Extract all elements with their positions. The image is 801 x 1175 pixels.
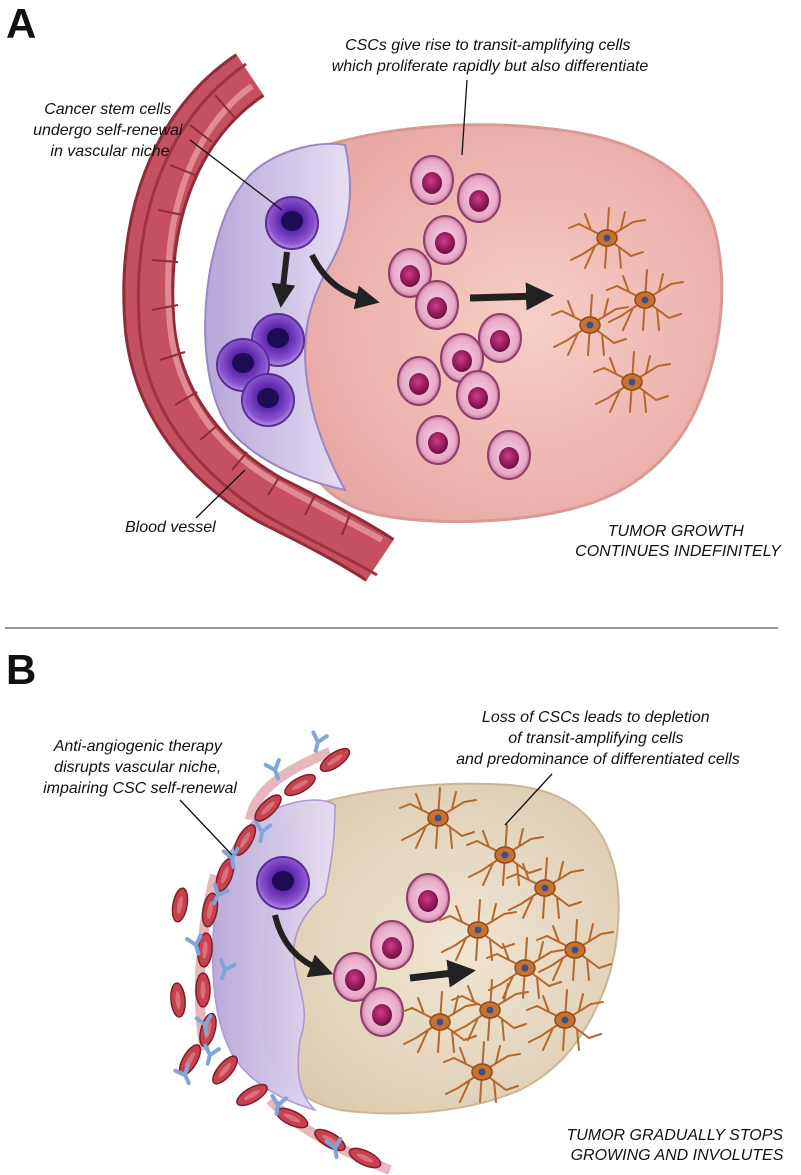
label-outcome-a: TUMOR GROWTH CONTINUES INDEFINITELY [575, 523, 782, 560]
red-blood-cell [196, 973, 210, 1007]
arrow-icon [470, 296, 540, 298]
label-anti-angiogenic: Anti-angiogenic therapy disrupts vascula… [43, 738, 237, 797]
transit-amplifying-cell [479, 314, 521, 362]
transit-amplifying-cell [458, 174, 500, 222]
transit-amplifying-cell [407, 874, 449, 922]
red-blood-cell [170, 887, 190, 923]
panel-a: A [6, 0, 782, 575]
red-blood-cell [209, 1052, 242, 1087]
transit-amplifying-cell [398, 357, 440, 405]
label-csc-self-renewal: Cancer stem cells undergo self-renewal i… [33, 101, 187, 160]
label-blood-vessel: Blood vessel [125, 519, 216, 536]
transit-amplifying-cell [361, 988, 403, 1036]
transit-amplifying-cell [411, 156, 453, 204]
transit-amplifying-cell [488, 431, 530, 479]
red-blood-cell [234, 1080, 270, 1109]
red-blood-cell [347, 1144, 384, 1171]
stem-cell [242, 374, 294, 426]
transit-amplifying-cell [457, 371, 499, 419]
stem-cell [257, 857, 309, 909]
transit-amplifying-cell [416, 281, 458, 329]
red-blood-cell [170, 982, 187, 1017]
label-outcome-b: TUMOR GRADUALLY STOPS GROWING AND INVOLU… [566, 1127, 787, 1164]
transit-amplifying-cell [424, 216, 466, 264]
stem-cell [266, 197, 318, 249]
panel-b-letter: B [6, 646, 36, 693]
leader-line [180, 800, 232, 855]
label-loss-of-cscs: Loss of CSCs leads to depletion of trans… [456, 709, 740, 768]
transit-amplifying-cell [417, 416, 459, 464]
panel-a-letter: A [6, 0, 36, 47]
transit-amplifying-cell [371, 921, 413, 969]
panel-b: B [6, 646, 788, 1172]
label-transit-amplifying: CSCs give rise to transit-amplifying cel… [332, 37, 649, 75]
